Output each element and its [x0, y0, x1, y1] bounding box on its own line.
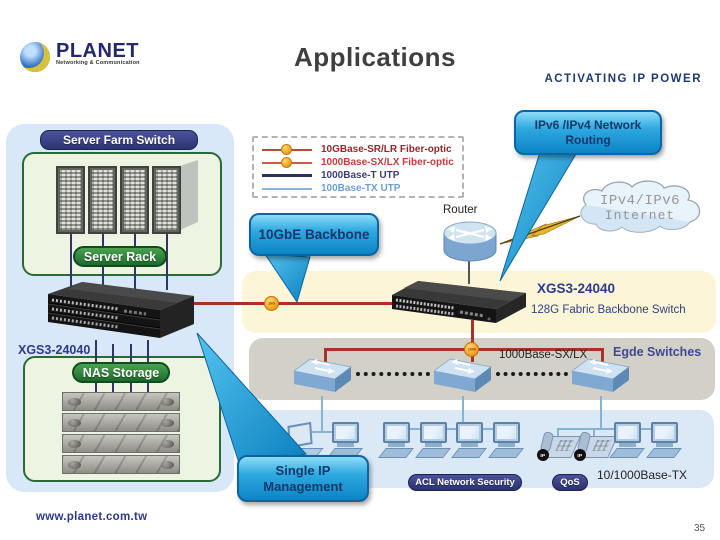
legend-row: 10GBase-SR/LR Fiber-optic [262, 143, 456, 156]
link-speed-badge-10g: 10G [264, 296, 279, 311]
nas-unit [62, 455, 180, 474]
desktop-computer-icon [415, 422, 451, 462]
desktop-computer-icon [609, 422, 645, 462]
rack-link-line [166, 234, 168, 290]
internet-cloud: IPv4/IPv6 Internet [580, 180, 701, 233]
legend-line-sample [262, 156, 312, 168]
edge-uplink-drop [324, 348, 327, 362]
right-switch-desc-label: 128G Fabric Backbone Switch [531, 304, 686, 316]
acl-security-pill: ACL Network Security [408, 474, 522, 491]
ip-phone-icon: IP [574, 431, 618, 461]
legend-label: 100Base-TX UTP [321, 183, 401, 194]
server-rack-icon [120, 166, 149, 234]
planet-logo-subtitle: Networking & Communication [56, 60, 140, 66]
ip-badge: IP [537, 449, 549, 461]
callout-text: Routing [565, 132, 611, 147]
access-link-line [300, 431, 346, 433]
legend-label: 1000Base-T UTP [321, 170, 400, 181]
planet-logo-text: PLANET [56, 40, 139, 62]
server-rack-icon [88, 166, 117, 234]
callout-text: IPv6 /IPv4 Network [534, 117, 642, 132]
router-icon [443, 221, 497, 262]
edge-uplink-bus [324, 348, 603, 351]
legend-row: 1000Base-SX/LX Fiber-optic [262, 156, 456, 169]
edge-uplink-drop [601, 348, 604, 362]
edge-switch-icon [571, 358, 630, 392]
left-switch-model-label: XGS3-24040 [18, 343, 91, 357]
nas-unit [62, 413, 180, 432]
brand-tagline: ACTIVATING IP POWER [544, 73, 702, 85]
desktop-computer-icon [451, 422, 487, 462]
access-speed-label: 10/1000Base-TX [597, 468, 688, 482]
stack-dotted-link [496, 372, 568, 376]
server-rack-icon [56, 166, 85, 234]
nas-storage-pill: NAS Storage [72, 362, 170, 383]
backbone-link [188, 302, 395, 305]
legend-line-sample [262, 143, 312, 155]
planet-logo: PLANET Networking & Communication [20, 40, 140, 72]
desktop-computer-icon [646, 422, 682, 462]
access-link-line [321, 396, 323, 432]
access-link-line [557, 428, 665, 430]
qos-pill: QoS [552, 474, 588, 491]
edge-switches-title: Egde Switches [613, 345, 702, 359]
stack-dotted-link [356, 372, 430, 376]
cloud-label-line1: IPv4/IPv6 [600, 193, 680, 209]
server-rack-pill: Server Rack [73, 246, 167, 267]
access-link-line [462, 396, 464, 429]
router-link-line [468, 260, 470, 284]
callout-tail [196, 332, 307, 467]
callout-text: Management [263, 478, 343, 494]
page-number: 35 [694, 523, 706, 534]
edge-uplink-label: 1000Base-SX/LX [499, 349, 588, 361]
downlink-line [471, 320, 474, 350]
callout-single-ip: Single IP Management [237, 455, 369, 502]
rack-depth-shade [176, 160, 198, 232]
access-link-line [600, 396, 602, 429]
ip-badge: IP [574, 449, 586, 461]
planet-globe-icon [20, 42, 50, 72]
ip-phone-icon: IP [537, 431, 581, 461]
legend-row: 100Base-TX UTP [262, 182, 456, 195]
callout-10gbe-backbone: 10GbE Backbone [249, 213, 379, 256]
server-rack-icon [152, 166, 181, 234]
link-speed-badge-1000: 1000 [464, 342, 479, 357]
fiber-marker-icon [281, 156, 292, 168]
desktop-computer-icon [378, 422, 414, 462]
nas-unit [62, 392, 180, 411]
legend: 10GBase-SR/LR Fiber-optic 1000Base-SX/LX… [252, 136, 464, 198]
rack-link-line [70, 234, 72, 290]
core-switch-left-stack [47, 282, 194, 338]
legend-row: 1000Base-T UTP [262, 169, 456, 182]
core-switch-right [392, 281, 526, 323]
legend-label: 1000Base-SX/LX Fiber-optic [321, 157, 454, 168]
router-label: Router [443, 204, 478, 216]
nas-unit [62, 434, 180, 453]
callout-tail [499, 151, 577, 282]
legend-line-sample [262, 187, 312, 190]
page-title: Applications [293, 42, 456, 72]
desktop-computer-icon [327, 422, 363, 462]
edge-switch-icon [293, 358, 352, 392]
callout-ipv6-routing: IPv6 /IPv4 Network Routing [514, 110, 662, 155]
right-switch-model-label: XGS3-24040 [537, 281, 616, 296]
access-link-line [557, 428, 559, 440]
footer-url: www.planet.com.tw [36, 511, 148, 523]
access-link-line [396, 428, 508, 430]
desktop-computer-icon [488, 422, 524, 462]
callout-text: Single IP [275, 462, 331, 478]
cloud-label-line2: Internet [605, 208, 675, 223]
legend-label: 10GBase-SR/LR Fiber-optic [321, 144, 452, 155]
legend-line-sample [262, 174, 312, 177]
server-farm-switch-pill: Server Farm Switch [40, 130, 198, 150]
fiber-marker-icon [281, 143, 292, 155]
edge-switch-icon [433, 358, 492, 392]
access-link-line [593, 428, 595, 440]
callout-tail [264, 253, 311, 304]
